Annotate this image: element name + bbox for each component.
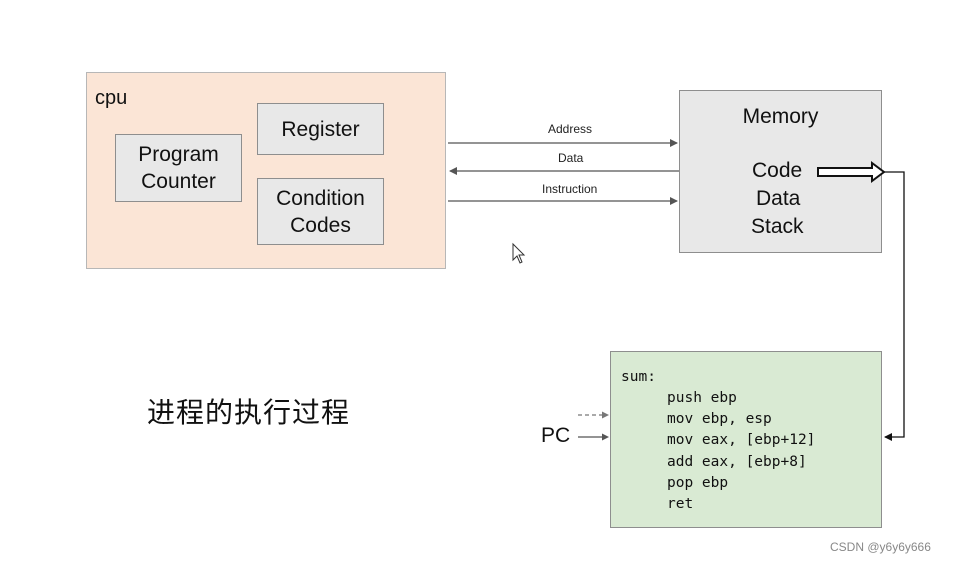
memory-box: Memory Code Data Stack: [679, 90, 882, 253]
caption: 进程的执行过程: [147, 397, 351, 428]
pc-label: PC: [541, 424, 571, 447]
code-line: mov ebp, esp: [667, 411, 772, 427]
code-line: push ebp: [667, 390, 737, 406]
program-counter-box: Program Counter: [115, 134, 242, 202]
code-label: sum:: [621, 369, 656, 385]
memory-item-stack: Stack: [751, 215, 804, 238]
code-line: add eax, [ebp+8]: [667, 454, 807, 470]
code-segment-box: sum: push ebp mov ebp, esp mov eax, [ebp…: [610, 351, 882, 528]
memory-title: Memory: [742, 105, 819, 128]
code-line: mov eax, [ebp+12]: [667, 432, 816, 448]
memory-item-code: Code: [752, 159, 803, 182]
code-line: ret: [667, 496, 694, 512]
data-bus-label: Data: [558, 151, 584, 165]
code-line: pop ebp: [667, 475, 729, 491]
address-bus-label: Address: [548, 122, 593, 136]
memory-item-data: Data: [756, 187, 801, 210]
register-box: Register: [257, 103, 384, 155]
mouse-cursor-icon: [512, 242, 526, 264]
watermark: CSDN @y6y6y666: [830, 540, 931, 554]
cpu-title: cpu: [95, 87, 128, 109]
condition-codes-box: Condition Codes: [257, 178, 384, 245]
instruction-bus-label: Instruction: [542, 182, 598, 196]
code-connector-line: [884, 171, 905, 438]
cpu-box: cpu Program Counter Register Condition C…: [86, 72, 446, 269]
